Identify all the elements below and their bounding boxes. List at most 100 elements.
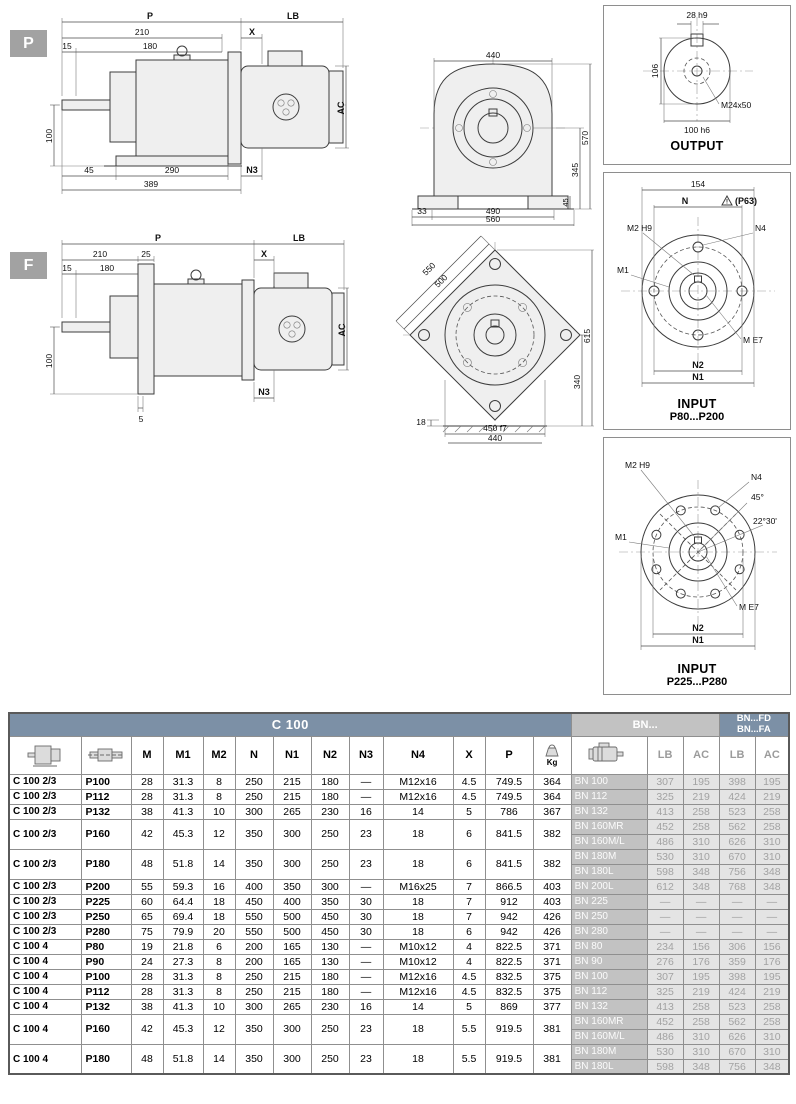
dim-440: 440 [486, 50, 500, 60]
input2-title: INPUT [677, 662, 717, 676]
dim-389: 389 [144, 179, 158, 189]
cell-n1: 165 [272, 938, 312, 955]
dim-key-width: 28 h9 [686, 10, 708, 20]
cell-size: P132 [80, 998, 132, 1015]
cell-motor-lb-fd: 523 [718, 998, 756, 1015]
cell-m2: 18 [202, 908, 236, 925]
cell-n3: — [348, 788, 384, 805]
cell-m2: 8 [202, 983, 236, 1000]
cell-m2: 8 [202, 968, 236, 985]
cell-motor-ac: 258 [682, 818, 720, 835]
dim-210: 210 [135, 27, 149, 37]
cell-n4: 18 [382, 923, 454, 940]
square-flange-outline [409, 249, 581, 433]
p-version-front-view-drawing: 440 570 345 45 33 490 560 [411, 50, 592, 226]
col-header-n1: N1 [272, 735, 312, 775]
dim-560: 560 [486, 214, 500, 224]
cell-motor-lb: 413 [646, 998, 684, 1015]
cell-motor-lb: 612 [646, 878, 684, 895]
dim-n3: N3 [246, 165, 258, 175]
cell-series: C 100 4 [8, 938, 82, 955]
cell-kg: 377 [532, 998, 572, 1015]
cell-n3: 23 [348, 818, 384, 850]
dim-15: 15 [62, 41, 72, 51]
cell-motor-ac-fd: 195 [754, 968, 790, 985]
cell-motor-ac: 348 [682, 1058, 720, 1075]
cell-kg: 371 [532, 953, 572, 970]
gearmotor-flange-mounted-outline [61, 263, 345, 395]
cell-m1: 45.3 [162, 1013, 204, 1045]
cell-motor-ac-fd: 310 [754, 1043, 790, 1060]
cell-m: 42 [130, 1013, 164, 1045]
cell-motor-lb: 486 [646, 833, 684, 850]
cell-m1: 64.4 [162, 893, 204, 910]
cell-n1: 300 [272, 818, 312, 850]
col-header-lb: LB [646, 735, 684, 775]
cell-m1: 69.4 [162, 908, 204, 925]
cell-n4: 18 [382, 1013, 454, 1045]
cell-motor-ac-fd: 348 [754, 863, 790, 880]
cell-motor-lb: 598 [646, 1058, 684, 1075]
cell-n1: 300 [272, 1043, 312, 1075]
cell-m1: 31.3 [162, 788, 204, 805]
cell-motor-ac-fd: 348 [754, 878, 790, 895]
cell-kg: 382 [532, 818, 572, 850]
cell-motor-name: BN 180M [570, 1043, 648, 1060]
cell-motor-lb-fd: 670 [718, 1043, 756, 1060]
cell-series: C 100 2/3 [8, 923, 82, 940]
cell-n2: 250 [310, 848, 350, 880]
gearbox-icon-cell [8, 735, 82, 775]
cell-motor-lb-fd: — [718, 893, 756, 910]
cell-motor-ac-fd: 258 [754, 998, 790, 1015]
cell-p: 942 [484, 908, 534, 925]
cell-m1: 51.8 [162, 1043, 204, 1075]
cell-size: P100 [80, 968, 132, 985]
cell-x: 4 [452, 953, 486, 970]
cell-motor-lb-fd: 424 [718, 788, 756, 805]
cell-motor-ac: 348 [682, 863, 720, 880]
cell-series: C 100 2/3 [8, 908, 82, 925]
cell-motor-lb-fd: 398 [718, 773, 756, 790]
dim-450f7: 450 f7 [483, 423, 507, 433]
dim-n: N [682, 196, 689, 206]
dim-p: P [155, 233, 161, 243]
p-version-side-view-drawing: P LB 210 X 15 180 100 AC 45 290 N3 389 [46, 11, 349, 194]
cell-n4: M12x16 [382, 983, 454, 1000]
warning-triangle-icon [721, 194, 733, 206]
cell-n4: M16x25 [382, 878, 454, 895]
cell-motor-ac-fd: 176 [754, 953, 790, 970]
cell-p: 912 [484, 893, 534, 910]
cell-kg: 371 [532, 938, 572, 955]
col-header-ac: AC [682, 735, 720, 775]
cell-n: 250 [234, 968, 274, 985]
cell-motor-name: BN 180L [570, 1058, 648, 1075]
cell-n4: M10x12 [382, 953, 454, 970]
dim-x: X [261, 249, 267, 259]
input-flange-drawing-1: 154 N ! (P63) M2 H9 N4 M1 M E7 N2 N1 [617, 179, 775, 387]
cell-motor-lb: 325 [646, 983, 684, 1000]
cell-motor-lb-fd: — [718, 923, 756, 940]
cell-motor-lb-fd: 768 [718, 878, 756, 895]
dim-me7: M E7 [743, 335, 763, 345]
cell-series: C 100 2/3 [8, 803, 82, 820]
dim-33: 33 [417, 206, 427, 216]
cell-size: P112 [80, 983, 132, 1000]
cell-p: 942 [484, 923, 534, 940]
cell-motor-lb: — [646, 923, 684, 940]
cell-motor-lb-fd: 398 [718, 968, 756, 985]
cell-m: 24 [130, 953, 164, 970]
dim-154: 154 [691, 179, 705, 189]
dim-100: 100 [46, 129, 54, 143]
section-f-label: F [10, 252, 47, 279]
cell-n2: 250 [310, 1013, 350, 1045]
cell-m: 28 [130, 968, 164, 985]
cell-x: 5 [452, 803, 486, 820]
cell-n2: 230 [310, 803, 350, 820]
cell-m1: 21.8 [162, 938, 204, 955]
cell-m2: 10 [202, 803, 236, 820]
dim-340: 340 [572, 375, 582, 389]
cell-m: 28 [130, 788, 164, 805]
cell-p: 822.5 [484, 938, 534, 955]
